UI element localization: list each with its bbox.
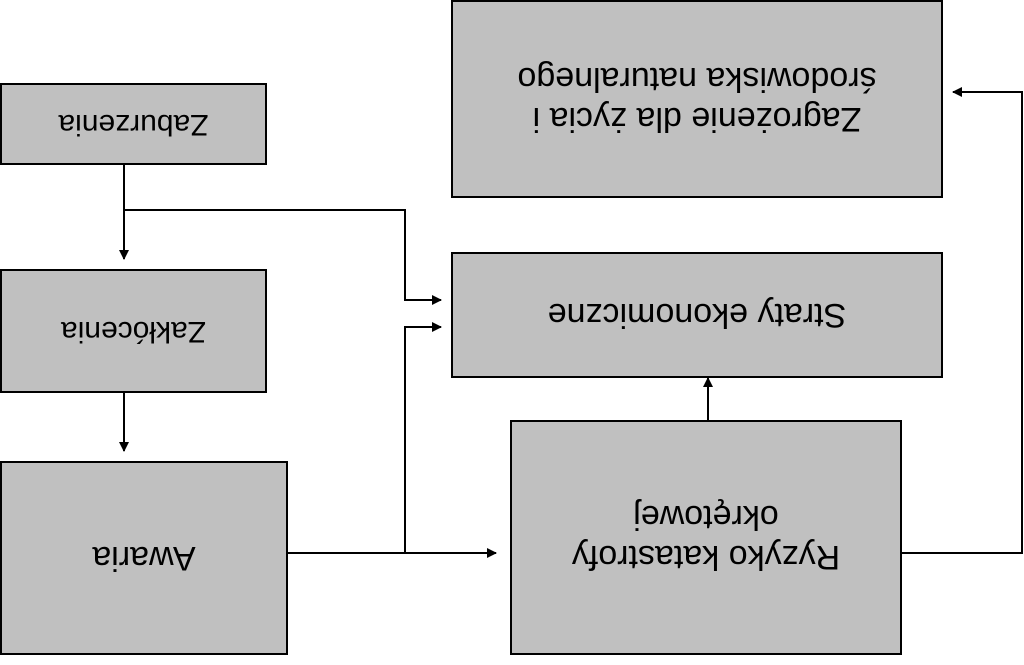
node-ryzyko-line1: Ryzyko katastrofy bbox=[571, 538, 841, 577]
node-straty-label: Straty ekonomiczne bbox=[547, 296, 847, 334]
node-zagrozenie-line1: Zagrożenie dla życia i bbox=[532, 100, 862, 138]
edge-awaria-straty bbox=[404, 322, 442, 553]
node-zagrozenie: Zagrożenie dla życia i środowiska natura… bbox=[451, 0, 943, 198]
node-zaklocenia-label: Zakłócenia bbox=[60, 315, 207, 348]
node-ryzyko-line2: okrętowej bbox=[633, 498, 779, 537]
node-awaria: Awaria bbox=[0, 461, 288, 655]
node-zaburzenia-label: Zaburzenia bbox=[58, 108, 209, 141]
node-awaria-label: Awaria bbox=[92, 539, 196, 577]
edge-ryzyko-zagrozenie bbox=[902, 87, 1023, 554]
node-straty: Straty ekonomiczne bbox=[451, 252, 943, 378]
node-zagrozenie-line2: środowiska naturalnego bbox=[517, 60, 877, 98]
node-zaklocenia: Zakłócenia bbox=[0, 269, 267, 393]
node-zaburzenia: Zaburzenia bbox=[0, 83, 267, 165]
edge-zaburzenia-straty bbox=[124, 209, 442, 305]
node-ryzyko: Ryzyko katastrofy okrętowej bbox=[510, 420, 902, 655]
